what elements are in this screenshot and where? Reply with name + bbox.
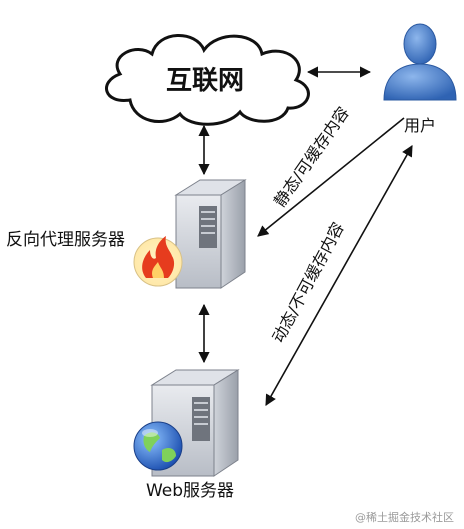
server-icon xyxy=(150,369,240,477)
dynamic-content-arrow xyxy=(265,145,413,406)
globe-icon xyxy=(133,421,183,471)
static-content-label: 静态/可缓存内容 xyxy=(270,103,353,210)
reverse-proxy-node: 反向代理服务器 xyxy=(6,179,247,289)
user-icon xyxy=(383,23,457,101)
web-server-node: Web服务器 xyxy=(133,369,240,501)
user-label: 用户 xyxy=(404,116,436,135)
firewall-flame-icon xyxy=(133,236,183,287)
reverse-proxy-label: 反向代理服务器 xyxy=(6,230,125,250)
internet-cloud: 互联网 xyxy=(105,34,310,126)
web-server-label: Web服务器 xyxy=(146,481,234,501)
watermark-text: @稀土掘金技术社区 xyxy=(355,510,454,524)
cloud-icon xyxy=(105,34,310,126)
server-icon xyxy=(174,179,247,289)
user-node: 用户 xyxy=(383,23,457,135)
internet-label: 互联网 xyxy=(166,66,244,96)
